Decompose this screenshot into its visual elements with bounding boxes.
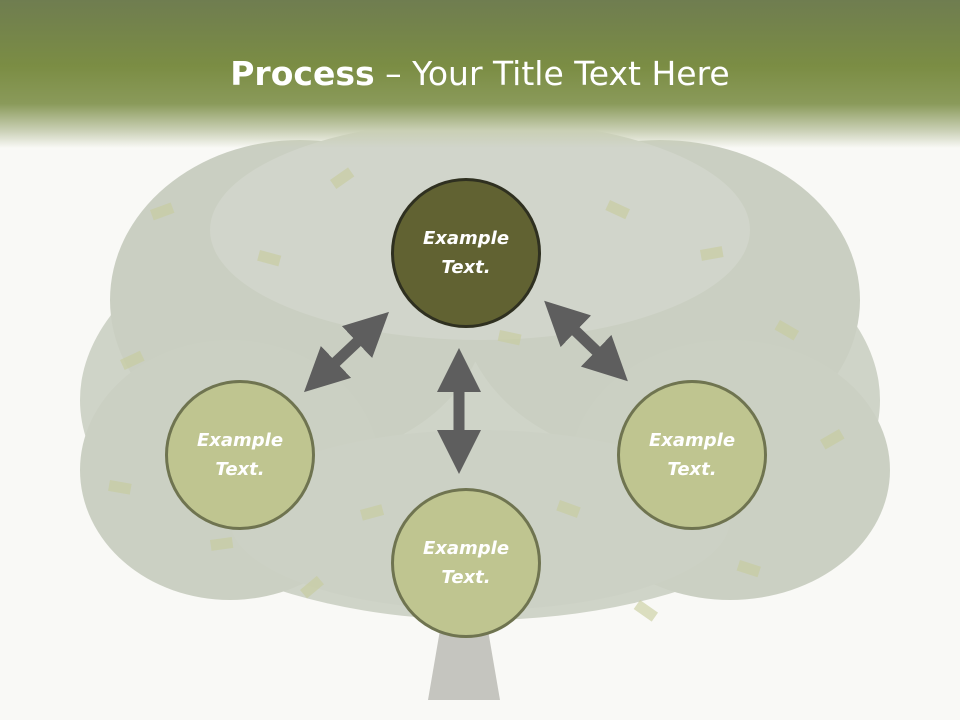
node-bottom-label: Example Text. — [422, 538, 510, 588]
title-rest: – Your Title Text Here — [374, 54, 730, 93]
node-right-label: Example Text. — [648, 430, 736, 480]
header-band — [0, 0, 960, 148]
double-arrow-icon — [544, 300, 628, 382]
title-bold: Process — [230, 54, 375, 93]
node-top-label: Example Text. — [422, 228, 510, 278]
process-node-left[interactable]: Example Text. — [165, 380, 315, 530]
node-left-label: Example Text. — [196, 430, 284, 480]
process-node-bottom[interactable]: Example Text. — [391, 488, 541, 638]
slide-title: Process – Your Title Text Here — [0, 52, 960, 96]
process-node-top[interactable]: Example Text. — [391, 178, 541, 328]
process-node-right[interactable]: Example Text. — [617, 380, 767, 530]
double-arrow-icon — [303, 311, 390, 393]
